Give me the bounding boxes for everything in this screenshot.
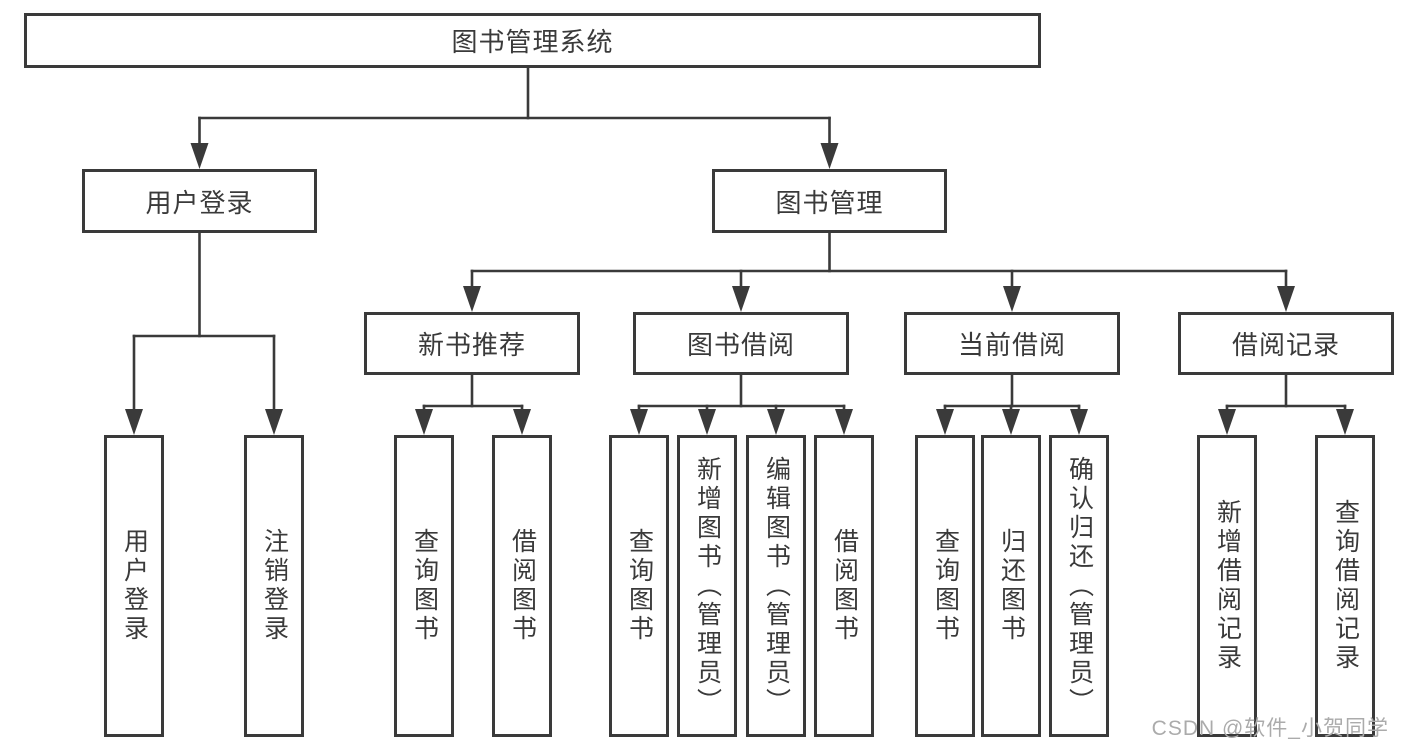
leaf-confirm-return-admin: 确认归还（管理员） <box>1049 435 1109 737</box>
leaf-query-borrow-record-label: 查询借阅记录 <box>1331 499 1360 673</box>
node-library-system: 图书管理系统 <box>24 13 1041 68</box>
leaf-edit-book-admin-label: 编辑图书（管理员） <box>762 455 791 717</box>
node-book-borrowing-label: 图书借阅 <box>686 330 795 360</box>
node-borrow-records: 借阅记录 <box>1178 312 1394 375</box>
node-user-login: 用户登录 <box>82 169 317 233</box>
node-book-borrowing: 图书借阅 <box>633 312 849 375</box>
node-new-book-recommend-label: 新书推荐 <box>417 330 526 360</box>
leaf-query-books-current-label: 查询图书 <box>931 528 960 644</box>
leaf-query-books-recommend: 查询图书 <box>394 435 454 737</box>
leaf-confirm-return-admin-label: 确认归还（管理员） <box>1065 455 1094 717</box>
leaf-edit-book-admin: 编辑图书（管理员） <box>746 435 806 737</box>
node-current-borrowing: 当前借阅 <box>904 312 1120 375</box>
leaf-borrow-books-recommend-label: 借阅图书 <box>508 528 537 644</box>
leaf-borrow-books-borrowing-label: 借阅图书 <box>830 528 859 644</box>
node-current-borrowing-label: 当前借阅 <box>957 330 1066 360</box>
leaf-query-books-recommend-label: 查询图书 <box>410 528 439 644</box>
node-new-book-recommend: 新书推荐 <box>364 312 580 375</box>
leaf-borrow-books-recommend: 借阅图书 <box>492 435 552 737</box>
node-book-management-label: 图书管理 <box>775 187 884 218</box>
leaf-add-book-admin: 新增图书（管理员） <box>677 435 737 737</box>
leaf-query-books-borrowing: 查询图书 <box>609 435 669 737</box>
leaf-logout: 注销登录 <box>244 435 304 737</box>
node-user-login-label: 用户登录 <box>145 187 254 218</box>
node-library-system-label: 图书管理系统 <box>451 27 614 57</box>
leaf-user-login: 用户登录 <box>104 435 164 737</box>
leaf-query-books-current: 查询图书 <box>915 435 975 737</box>
leaf-return-book: 归还图书 <box>981 435 1041 737</box>
leaf-add-book-admin-label: 新增图书（管理员） <box>693 455 722 717</box>
node-book-management: 图书管理 <box>712 169 947 233</box>
leaf-query-borrow-record: 查询借阅记录 <box>1315 435 1375 737</box>
leaf-logout-label: 注销登录 <box>260 528 289 644</box>
leaf-add-borrow-record: 新增借阅记录 <box>1197 435 1257 737</box>
leaf-add-borrow-record-label: 新增借阅记录 <box>1213 499 1242 673</box>
leaf-borrow-books-borrowing: 借阅图书 <box>814 435 874 737</box>
leaf-return-book-label: 归还图书 <box>997 528 1026 644</box>
leaf-query-books-borrowing-label: 查询图书 <box>625 528 654 644</box>
node-borrow-records-label: 借阅记录 <box>1231 330 1340 360</box>
leaf-user-login-label: 用户登录 <box>120 528 149 644</box>
